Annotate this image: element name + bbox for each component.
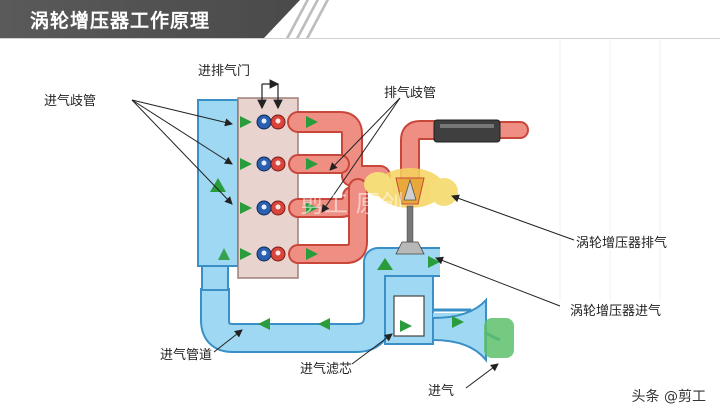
label-intake-manifold: 进气歧管 bbox=[44, 94, 97, 109]
intake-flow-arrows bbox=[240, 116, 464, 332]
watermark: 剪工 原创 bbox=[300, 190, 404, 218]
muffler bbox=[433, 119, 501, 143]
air-filter bbox=[384, 275, 501, 363]
label-intake: 进气 bbox=[428, 384, 455, 399]
title-banner bbox=[0, 0, 300, 38]
page-title: 涡轮增压器工作原理 bbox=[30, 10, 211, 32]
label-exhaust-manifold: 排气歧管 bbox=[384, 86, 437, 101]
title-divider bbox=[0, 38, 720, 39]
valves bbox=[256, 114, 286, 262]
turbo-shaft bbox=[395, 205, 425, 255]
intake-manifold bbox=[197, 99, 239, 267]
label-turbo-exhaust: 涡轮增压器排气 bbox=[576, 236, 668, 251]
label-leaders bbox=[131, 97, 575, 389]
label-intake-filter: 进气滤芯 bbox=[300, 362, 353, 377]
label-intake-pipe: 进气管道 bbox=[160, 348, 213, 363]
intake-pipe bbox=[200, 247, 440, 353]
valve-indicator-arrows bbox=[257, 79, 283, 110]
background-pattern bbox=[559, 40, 661, 300]
fresh-air-source bbox=[484, 318, 514, 358]
exhaust-manifold bbox=[287, 111, 529, 264]
turbine-housing bbox=[364, 168, 458, 208]
author-credit: 头条 @剪工 bbox=[631, 389, 706, 405]
label-valves: 进排气门 bbox=[198, 64, 251, 79]
label-turbo-intake: 涡轮增压器进气 bbox=[570, 304, 662, 319]
